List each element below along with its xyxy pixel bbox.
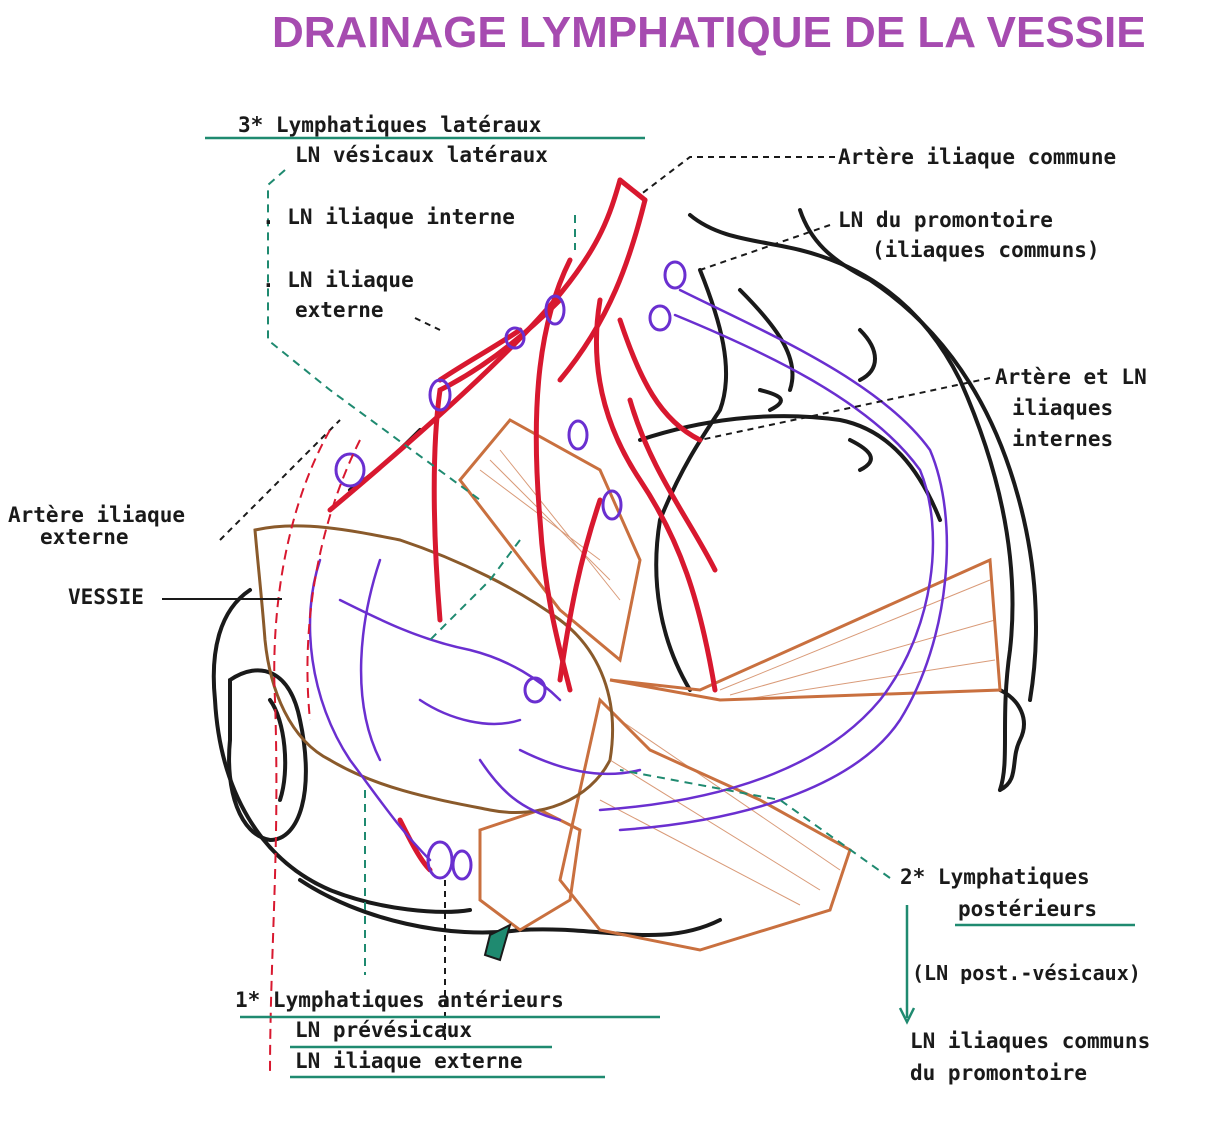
posterior-lymph-title-2: postérieurs — [958, 894, 1097, 924]
label-ln-iliaques-communs-2: du promontoire — [910, 1058, 1087, 1088]
label-artere-ln-internes: Artère et LN — [995, 362, 1147, 392]
vessie-leader — [162, 598, 282, 600]
label-ln-post-vesicaux: (LN post.-vésicaux) — [912, 958, 1141, 988]
label-ln-promontoire: LN du promontoire — [838, 205, 1053, 235]
lateral-lymph-title: 3* Lymphatiques latéraux — [238, 110, 541, 140]
label-vessie: VESSIE — [68, 582, 144, 612]
label-artere-ln-internes-3: internes — [1012, 424, 1113, 454]
label-ln-iliaque-interne: . LN iliaque interne — [262, 202, 515, 232]
label-artere-iliaque-externe-2: externe — [40, 522, 129, 552]
muscle-shapes — [255, 420, 1000, 950]
label-ln-iliaques-communs: LN iliaques communs — [910, 1026, 1150, 1056]
anterior-lymph-title: 1* Lymphatiques antérieurs — [235, 985, 564, 1015]
label-ln-prevesicaux: LN prévésicaux — [295, 1015, 472, 1045]
lymph-vessels — [310, 290, 947, 860]
urethra-tube — [485, 925, 510, 960]
label-ln-iliaque-externe-2: externe — [295, 295, 384, 325]
label-ln-promontoire-2: (iliaques communs) — [872, 235, 1100, 265]
label-artere-ln-internes-2: iliaques — [1012, 393, 1113, 423]
label-artere-iliaque-commune: Artère iliaque commune — [838, 142, 1116, 172]
label-ln-iliaque-externe-ant: LN iliaque externe — [295, 1046, 523, 1076]
muscle-hatching — [480, 450, 995, 905]
label-ln-vesicaux-lateraux: LN vésicaux latéraux — [295, 140, 548, 170]
posterior-lymph-title: 2* Lymphatiques — [900, 862, 1090, 892]
label-ln-iliaque-externe: . LN iliaque — [262, 265, 414, 295]
